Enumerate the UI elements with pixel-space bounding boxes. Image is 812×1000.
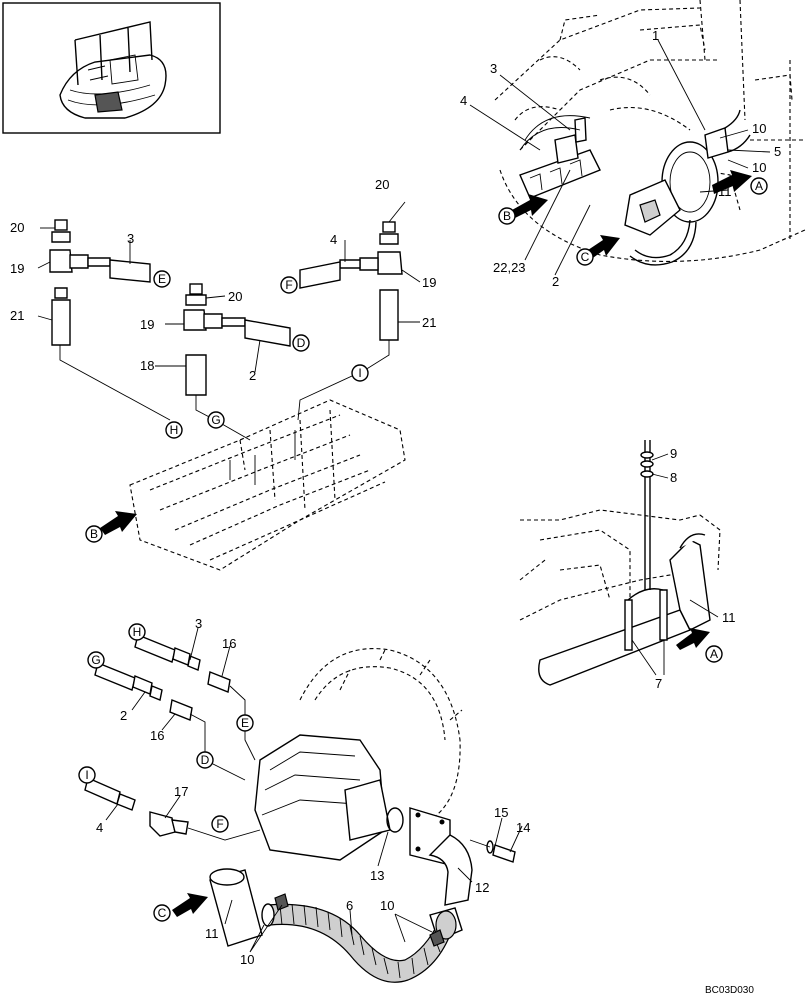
- callout-21-left: 21: [10, 308, 24, 323]
- letter-c-top: C: [581, 250, 590, 264]
- view-arrow-c-bottom: [172, 893, 208, 917]
- callout-12: 12: [475, 880, 489, 895]
- letter-e-bottom: E: [241, 716, 249, 730]
- callout-3-top: 3: [490, 61, 497, 76]
- callout-3-tee: 3: [127, 231, 134, 246]
- callout-4-tee: 4: [330, 232, 337, 247]
- callout-10-bottom-b: 10: [240, 952, 254, 967]
- callout-1: 1: [652, 28, 659, 43]
- tee-fittings-and-control-valve: [49, 219, 406, 571]
- letter-b-top: B: [503, 209, 511, 223]
- callout-20-mid: 20: [228, 289, 242, 304]
- callout-7: 7: [655, 676, 662, 691]
- view-arrow-b-top: [512, 194, 548, 218]
- letter-b-mid: B: [90, 527, 98, 541]
- letter-a-mid: A: [710, 647, 718, 661]
- callout-22-23: 22,23: [493, 260, 526, 275]
- pump-and-suction-hose: [84, 634, 516, 983]
- callout-2-bottom: 2: [120, 708, 127, 723]
- letter-a-top: A: [755, 179, 763, 193]
- letter-i-tee: I: [358, 366, 361, 380]
- callout-10-top-b: 10: [752, 160, 766, 175]
- callout-19-right: 19: [422, 275, 436, 290]
- view-arrow-a-mid: [676, 628, 710, 650]
- callout-5: 5: [774, 144, 781, 159]
- callout-leader-lines: [37, 39, 771, 953]
- callout-11-bottom: 11: [205, 926, 219, 941]
- view-arrow-b-mid: [100, 511, 137, 535]
- machine-overview-inset: [2, 2, 221, 134]
- callout-8: 8: [670, 470, 677, 485]
- letter-e-tee: E: [158, 272, 166, 286]
- drawing-code: BC03D030: [705, 985, 754, 996]
- letter-f-bottom: F: [216, 817, 223, 831]
- letter-g-bottom: G: [91, 653, 100, 667]
- letter-i-bottom: I: [85, 768, 88, 782]
- top-right-pump-area: [494, 0, 806, 266]
- callout-21-right: 21: [422, 315, 436, 330]
- callout-14: 14: [516, 820, 530, 835]
- callout-3-bottom: 3: [195, 616, 202, 631]
- callout-10-bottom-a: 10: [380, 898, 394, 913]
- letter-g-tee: G: [211, 413, 220, 427]
- letter-h-tee: H: [170, 423, 179, 437]
- view-letter-callouts: A B C E D F I G H B A H G I E D F C: [78, 177, 768, 922]
- callout-4-bottom: 4: [96, 820, 103, 835]
- callout-20-right: 20: [375, 177, 389, 192]
- callout-15: 15: [494, 805, 508, 820]
- callout-16-a: 16: [222, 636, 236, 651]
- pipe-clamp-detail: [519, 440, 721, 686]
- callout-4-top: 4: [460, 93, 467, 108]
- letter-f-tee: F: [285, 278, 292, 292]
- callout-11-top: 11: [718, 184, 732, 199]
- callout-16-b: 16: [150, 728, 164, 743]
- letter-d-bottom: D: [201, 753, 210, 767]
- callout-6: 6: [346, 898, 353, 913]
- callout-18: 18: [140, 358, 154, 373]
- view-arrows: [100, 170, 752, 917]
- view-arrow-c-top: [585, 235, 620, 260]
- callout-17: 17: [174, 784, 188, 799]
- callout-11-mid: 11: [722, 610, 736, 625]
- callout-9: 9: [670, 446, 677, 461]
- letter-d-tee: D: [297, 336, 306, 350]
- callout-2-tee: 2: [249, 368, 256, 383]
- callout-13: 13: [370, 868, 384, 883]
- callout-19-left: 19: [10, 261, 24, 276]
- part-number-callouts: 1 3 4 10 5 10 11 22,23 2 20 19 21 3 18 1…: [10, 28, 781, 967]
- letter-c-bottom: C: [158, 906, 167, 920]
- callout-10-top-a: 10: [752, 121, 766, 136]
- letter-h-bottom: H: [133, 625, 142, 639]
- callout-19-mid: 19: [140, 317, 154, 332]
- callout-20-left: 20: [10, 220, 24, 235]
- callout-2-top: 2: [552, 274, 559, 289]
- view-arrow-a-top: [712, 170, 752, 194]
